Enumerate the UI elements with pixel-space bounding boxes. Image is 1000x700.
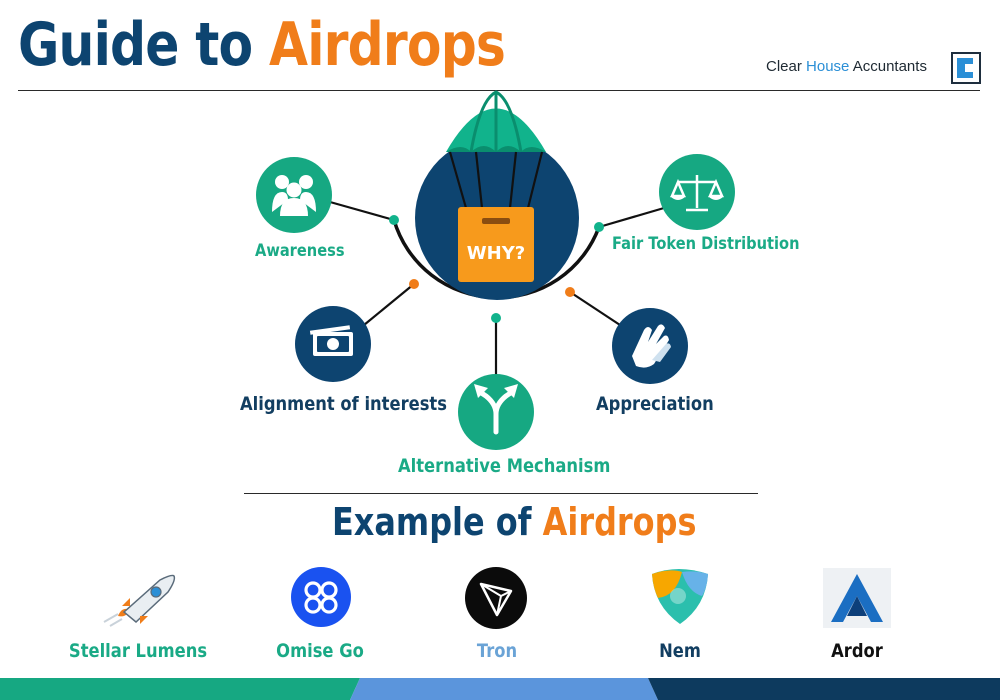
brand-part-3: Accuntants [852, 58, 927, 75]
money-bill-icon [309, 325, 353, 356]
connector-appreciation [569, 291, 621, 326]
examples-title-part-2: Airdrops [542, 500, 697, 544]
brand-part-1: Clear [766, 58, 802, 75]
parachute-icon [446, 90, 546, 209]
box-icon [458, 207, 534, 282]
example-label-ardor: Ardor [831, 640, 883, 662]
example-label-omisego: Omise Go [276, 640, 364, 662]
example-label-stellar: Stellar Lumens [68, 640, 208, 662]
rocket-icon [103, 574, 176, 627]
center-label: WHY? [467, 243, 525, 264]
brand-name: Clear House Accuntants [766, 58, 927, 75]
reason-label-appreciation: Appreciation [596, 393, 714, 415]
nem-logo-icon [652, 569, 708, 624]
example-label-nem: Nem [659, 640, 701, 662]
title-part-1: Guide to [18, 10, 253, 80]
reason-label-fair-distribution: Fair Token Distribution [612, 234, 800, 254]
examples-divider [244, 493, 758, 494]
tron-logo-icon [465, 567, 527, 629]
omisego-logo-icon [291, 567, 351, 627]
split-arrows-icon [477, 389, 515, 435]
reason-label-alignment: Alignment of interests [240, 393, 447, 415]
connector-alignment [363, 283, 415, 326]
title-part-2: Airdrops [269, 10, 506, 80]
page-title: Guide to Airdrops [18, 10, 506, 80]
brand-part-2: House [806, 58, 850, 75]
connector-fair-distribution [598, 206, 665, 229]
examples-title-part-1: Example of [332, 500, 532, 544]
footer-color-band [0, 678, 1000, 700]
example-label-tron: Tron [476, 640, 518, 662]
connector-lines [329, 200, 665, 380]
brand-logo-icon [951, 52, 981, 84]
reason-label-alternative: Alternative Mechanism [398, 455, 611, 477]
examples-title: Example of Airdrops [332, 500, 696, 544]
reason-label-awareness: Awareness [255, 241, 345, 261]
clapping-hands-icon [632, 324, 671, 368]
header-divider [18, 90, 980, 91]
ardor-logo-icon [823, 568, 891, 628]
people-group-icon [272, 175, 316, 216]
connector-awareness [329, 200, 395, 222]
